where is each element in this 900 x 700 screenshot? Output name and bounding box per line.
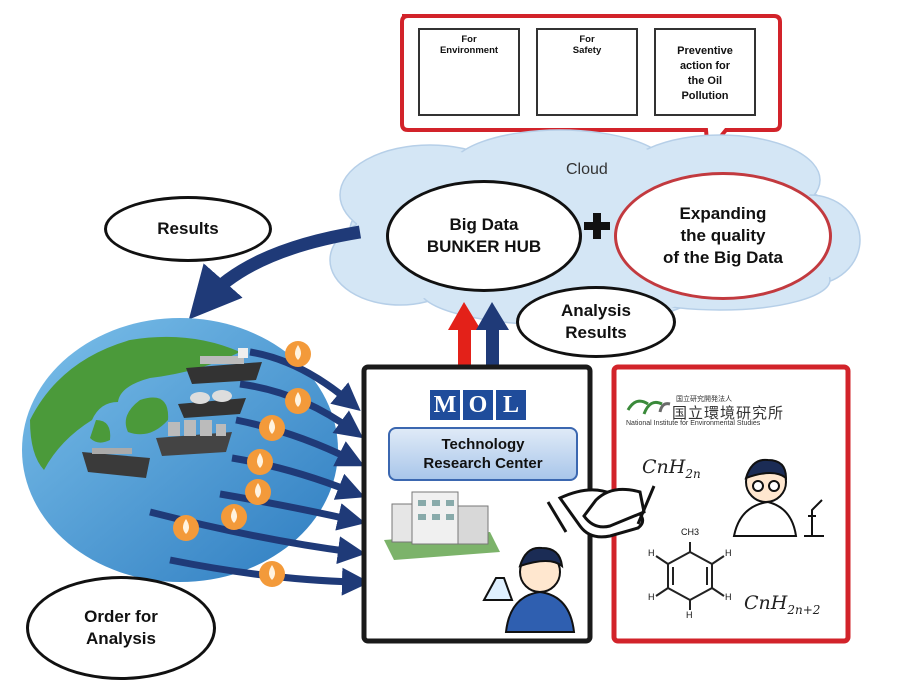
formula-cnh2n2: CnH2n+2 [744,592,820,617]
benzene-h-4: H [648,592,655,602]
benzene-h-5: H [648,548,655,558]
formula2-base: CnH [744,592,788,614]
flow-arrow-4 [231,454,365,500]
oil-drop-icon [221,504,247,530]
card-preventive-action: Preventive action for the Oil Pollution [654,28,756,116]
card-preventive-line1: Preventive [677,45,733,57]
flow-arrows [149,348,370,596]
oil-drop-icon [259,415,285,441]
card-preventive-line4: Pollution [681,89,729,102]
formula2-sub: 2n+2 [787,602,821,617]
oil-drop-icon [245,479,271,505]
cloud-label: Cloud [566,161,608,178]
results-label: Results [157,218,219,238]
results-arrow [188,225,362,320]
flow-arrow-3 [235,416,365,467]
analysis-line1: Analysis [561,300,631,320]
nies-logo-en: National Institute for Environmental Stu… [626,420,761,427]
flow-arrow-5 [219,490,366,531]
nies-logo-icon [626,399,671,415]
expand-line2: the quality [680,225,766,245]
nies-logo-small: 国立研究開発法人 [676,396,732,403]
ship-4 [82,448,150,478]
trc-line2: Research Center [423,455,543,472]
hub-line1: Big Data [449,214,519,234]
mol-logo-m: M [430,390,460,420]
benzene-h-3: H [686,610,693,620]
oil-drop-icon [259,561,285,587]
card-environment-line2: Environment [439,45,499,57]
card-safety-line1: For [579,34,595,45]
oil-drop-icon [285,341,311,367]
card-environment-line1: For [461,34,477,45]
formula1-base: CnH [642,456,686,478]
order-line1: Order for [84,606,158,626]
ship-1 [186,348,262,384]
upload-arrow-red [448,302,481,370]
scientist-microscope-icon [732,458,824,537]
oil-drops [173,341,311,587]
flow-arrow-1 [249,348,361,412]
card-preventive-line3: the Oil [687,74,723,87]
scientist-icon [482,546,576,633]
flow-arrow-6 [149,508,366,565]
benzene-structure [655,542,725,610]
results-oval: Results [104,196,272,262]
formula-cnh2n: CnH2n [642,456,701,481]
benzene-h-2: H [725,592,732,602]
benzene-h-1: H [725,548,732,558]
mol-logo-o: O [463,390,493,420]
upload-arrow-navy [476,302,509,370]
expand-line3: of the Big Data [663,248,783,268]
handshake-icon [546,485,656,539]
ship-3 [156,420,232,456]
oil-drop-icon [173,515,199,541]
card-safety-line2: Safety [572,45,602,57]
order-line2: Analysis [86,629,156,648]
mol-logo-l: L [496,390,526,420]
formula1-sub: 2n [685,466,701,481]
trc-line1: Technology [441,435,525,453]
expand-line1: Expanding [679,203,767,223]
benzene-ch3: CH3 [681,527,700,537]
oil-drop-icon [285,388,311,414]
analysis-line2: Results [565,323,627,342]
card-preventive-line2: action for [679,59,731,72]
oil-drop-icon [247,449,273,475]
hub-line2: BUNKER HUB [426,237,542,256]
research-building-icon [384,491,500,560]
ship-2 [178,390,246,418]
nies-logo-jp: 国立環境研究所 [672,405,785,422]
